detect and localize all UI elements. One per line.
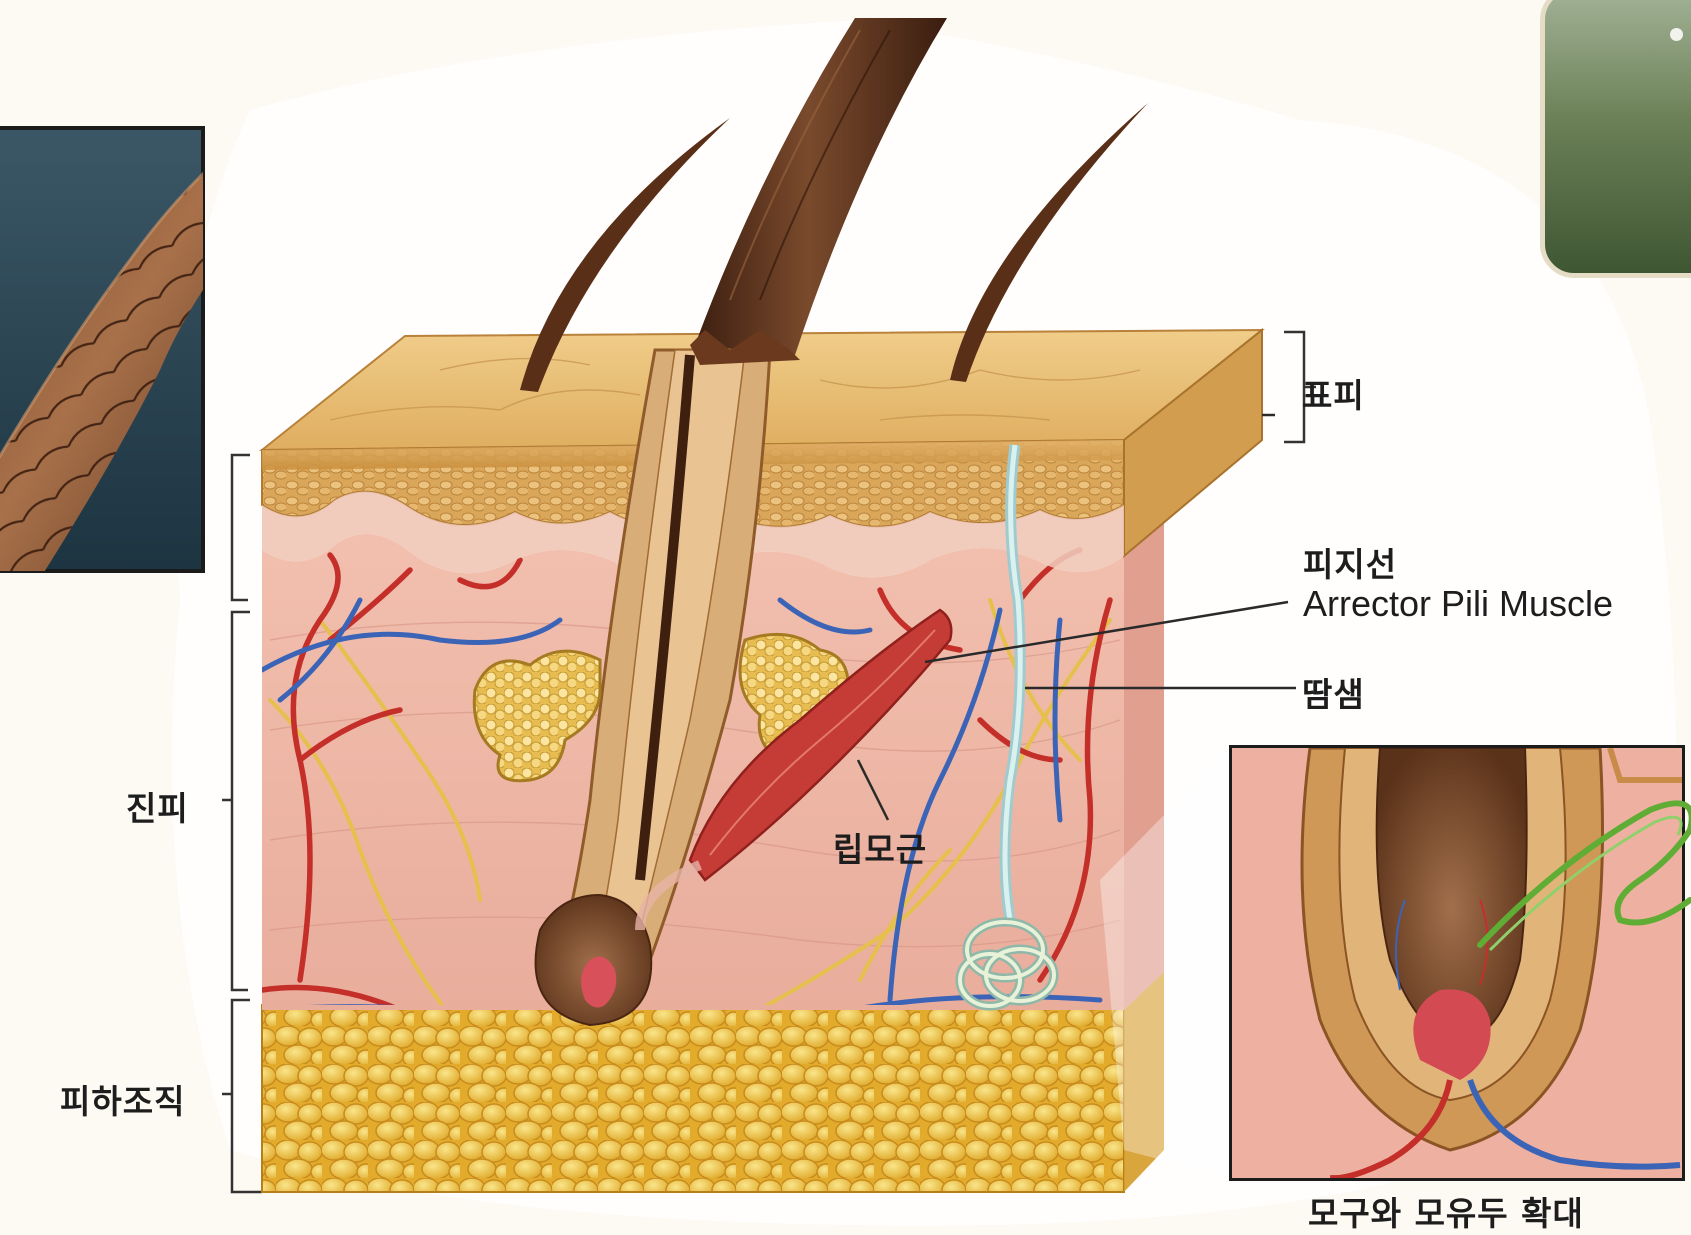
label-hypodermis: 피하조직 [60, 1075, 185, 1123]
bulb-magnified-inset [1229, 745, 1691, 1181]
label-sebaceous-gland: 피지선 [1303, 538, 1397, 586]
bullet-dot-icon [1670, 28, 1683, 41]
label-arrector-pili-ko: 립모근 [833, 823, 927, 871]
label-sweat-gland: 땀샘 [1302, 668, 1365, 716]
label-bulb-magnified: 모구와 모유두 확대 [1308, 1187, 1584, 1235]
label-epidermis: 표피 [1302, 369, 1365, 417]
hair-cuticle-micrograph-inset [0, 126, 240, 610]
label-arrector-pili-muscle: Arrector Pili Muscle [1303, 583, 1613, 625]
label-dermis: 진피 [126, 782, 189, 830]
side-card [1540, 0, 1691, 278]
